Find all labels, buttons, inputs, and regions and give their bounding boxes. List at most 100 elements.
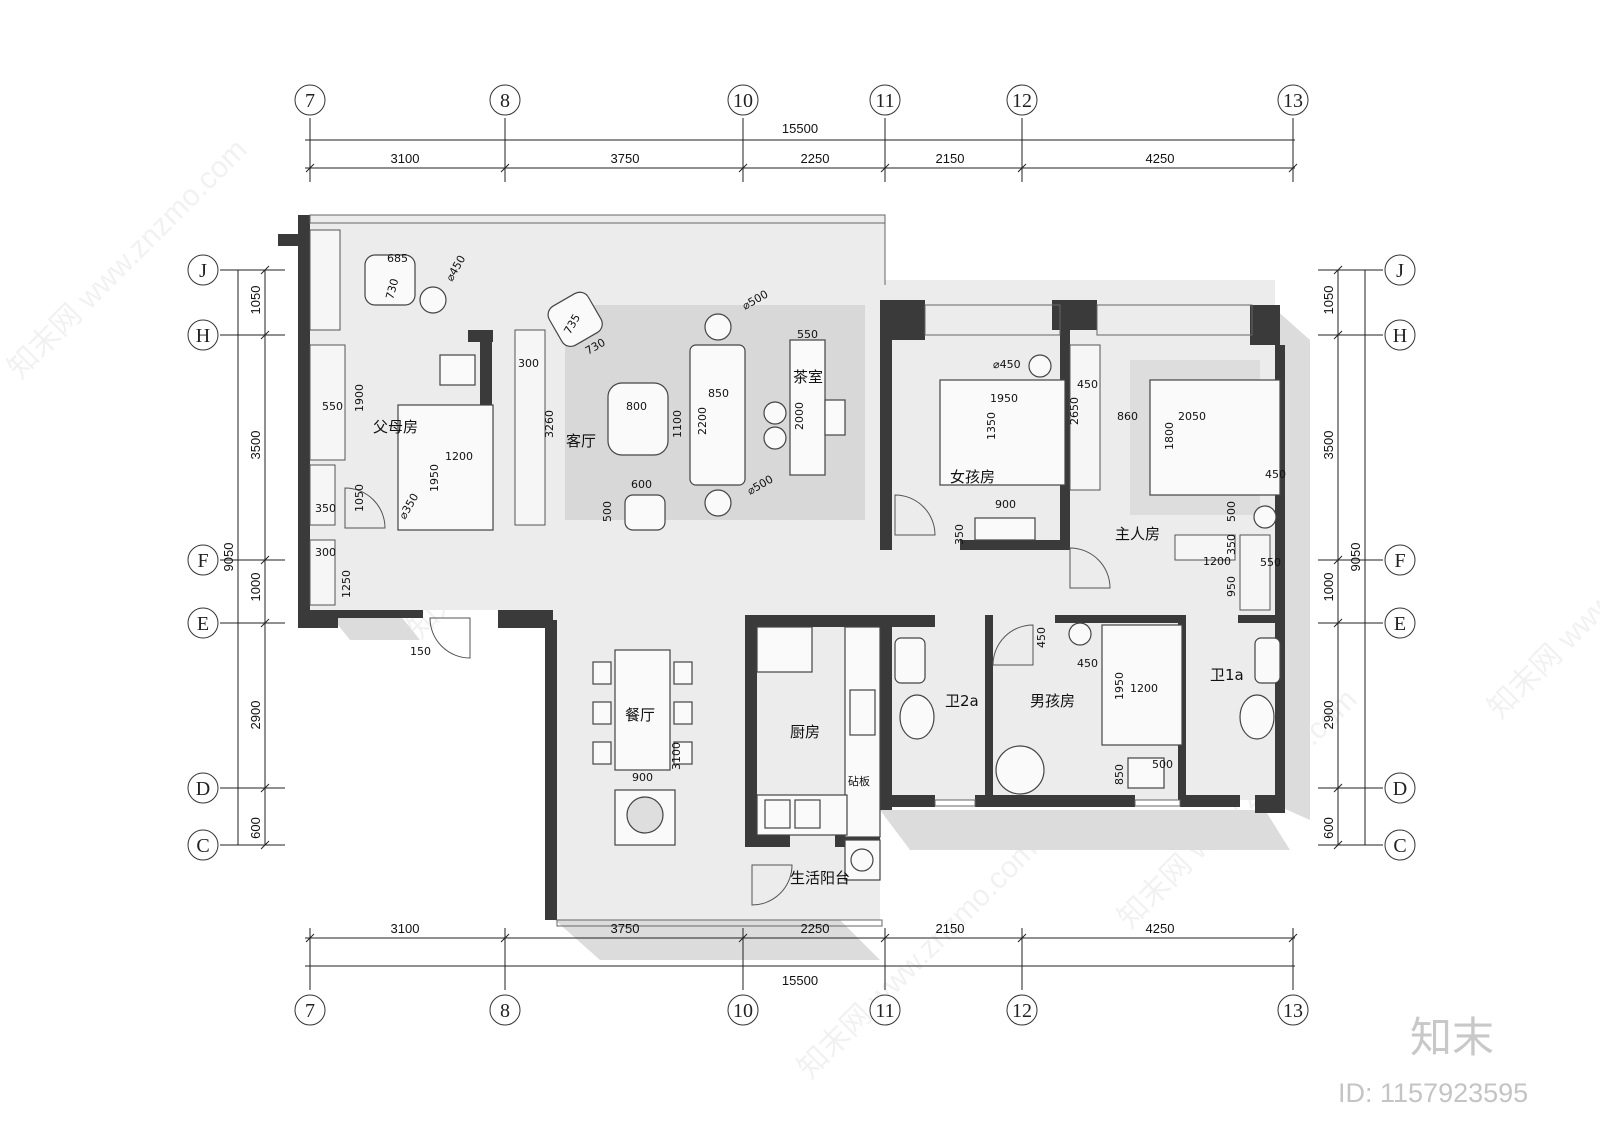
axis-label: C [1393, 835, 1406, 857]
room-label-girls: 女孩房 [950, 468, 995, 486]
bay-window [1096, 304, 1253, 336]
stool [763, 426, 787, 450]
axis-label: C [196, 835, 209, 857]
wardrobe [309, 539, 336, 606]
dim-tick [1333, 618, 1343, 628]
chair [592, 701, 612, 725]
axis-label: 7 [305, 1000, 315, 1022]
wall [960, 540, 1070, 550]
side-table [704, 489, 732, 517]
bath-fixtures [894, 354, 1281, 795]
axis-circle [1384, 319, 1416, 351]
desk [439, 354, 476, 386]
side-table [1068, 622, 1092, 646]
wall [745, 615, 757, 845]
dim-label: 350 [953, 524, 966, 545]
dining-table [614, 649, 671, 771]
room-label-parents: 父母房 [373, 418, 418, 436]
room-label-dining: 餐厅 [625, 706, 655, 724]
wall [880, 305, 892, 550]
axis-circle [187, 772, 219, 804]
axis-bubble-row-J: J [1384, 254, 1416, 286]
axis-bubble-col-11: 11 [869, 994, 901, 1026]
dim-seg-left: 1050 [248, 286, 263, 315]
wall [498, 610, 553, 628]
watermark: 知末网 www.znzmo.com [1482, 473, 1600, 725]
door-swing [992, 624, 1034, 666]
dim-seg-right: 2900 [1321, 701, 1336, 730]
tea-table [789, 339, 826, 476]
axis-label: 8 [500, 1000, 510, 1022]
basin [1253, 505, 1277, 529]
axis-label: 10 [733, 1000, 753, 1022]
dim-label: 2000 [793, 402, 806, 430]
axis-label: 10 [733, 90, 753, 112]
door-swing [751, 864, 793, 906]
dim-label: 2650 [1068, 397, 1081, 425]
wall [880, 300, 925, 340]
sink [794, 799, 821, 829]
axis-circle [1277, 994, 1309, 1026]
axis-label: 8 [500, 90, 510, 112]
axis-label: 12 [1012, 90, 1032, 112]
room-label-bath1a: 卫1a [1210, 666, 1244, 684]
axis-bubble-row-E: E [187, 607, 219, 639]
stool [824, 399, 846, 436]
doors-layer [344, 487, 1111, 906]
axis-label: D [1393, 778, 1407, 800]
axis-circle [1384, 544, 1416, 576]
dim-label: 350 [315, 502, 336, 515]
chair [673, 701, 693, 725]
axis-circle [1384, 254, 1416, 286]
watermark: 知末网 www.znzmo.com [2, 133, 254, 385]
sink [764, 799, 791, 829]
axis-bubble-row-D: D [1384, 772, 1416, 804]
dim-tick [880, 933, 890, 943]
wall [1180, 795, 1240, 807]
dim-label: 900 [632, 771, 653, 784]
dim-tick [500, 933, 510, 943]
dim-seg-left: 1000 [248, 573, 263, 602]
dim-seg-top: 2150 [936, 151, 965, 166]
dim-label: 砧板 [848, 774, 870, 788]
door-swing [894, 494, 936, 536]
wall [880, 615, 892, 810]
armchair [607, 382, 669, 456]
axis-bubble-col-10: 10 [727, 994, 759, 1026]
dim-total-bottom: 15500 [782, 973, 818, 988]
axis-bubble-row-E: E [1384, 607, 1416, 639]
axis-label: 11 [875, 90, 894, 112]
cooktop [849, 689, 876, 736]
dimension-texts: 15500 15500 3100 3750 2250 2150 4250 310… [221, 121, 1363, 988]
dim-label: 730 [383, 277, 401, 301]
side-table [419, 286, 447, 314]
dim-label: 850 [1113, 764, 1126, 785]
axis-circle [1384, 772, 1416, 804]
dim-seg-left: 600 [248, 817, 263, 839]
brand: 知末 ID: 1157923595 [1338, 1013, 1528, 1108]
dim-label: 600 [631, 478, 652, 491]
axis-bubble-col-7: 7 [294, 84, 326, 116]
axis-label: 13 [1283, 90, 1303, 112]
wall [298, 610, 338, 628]
axis-bubble-col-13: 13 [1277, 994, 1309, 1026]
wall [745, 615, 935, 627]
dim-tick [738, 933, 748, 943]
dim-tick [305, 163, 315, 173]
toilet [899, 694, 935, 740]
room-label-bath2a: 卫2a [945, 692, 979, 710]
axis-bubble-row-J: J [187, 254, 219, 286]
wardrobe [309, 464, 336, 526]
dim-label: 450 [1077, 657, 1098, 670]
dim-tick [880, 163, 890, 173]
dim-tick [1333, 265, 1343, 275]
dim-label: 550 [322, 400, 343, 413]
side-table [704, 313, 732, 341]
wall [1238, 615, 1278, 623]
beds-layer [397, 379, 1281, 746]
dim-label: ⌀450 [993, 358, 1021, 371]
axis-circle [1006, 994, 1038, 1026]
axis-circle [1006, 84, 1038, 116]
axis-label: J [1396, 260, 1404, 282]
